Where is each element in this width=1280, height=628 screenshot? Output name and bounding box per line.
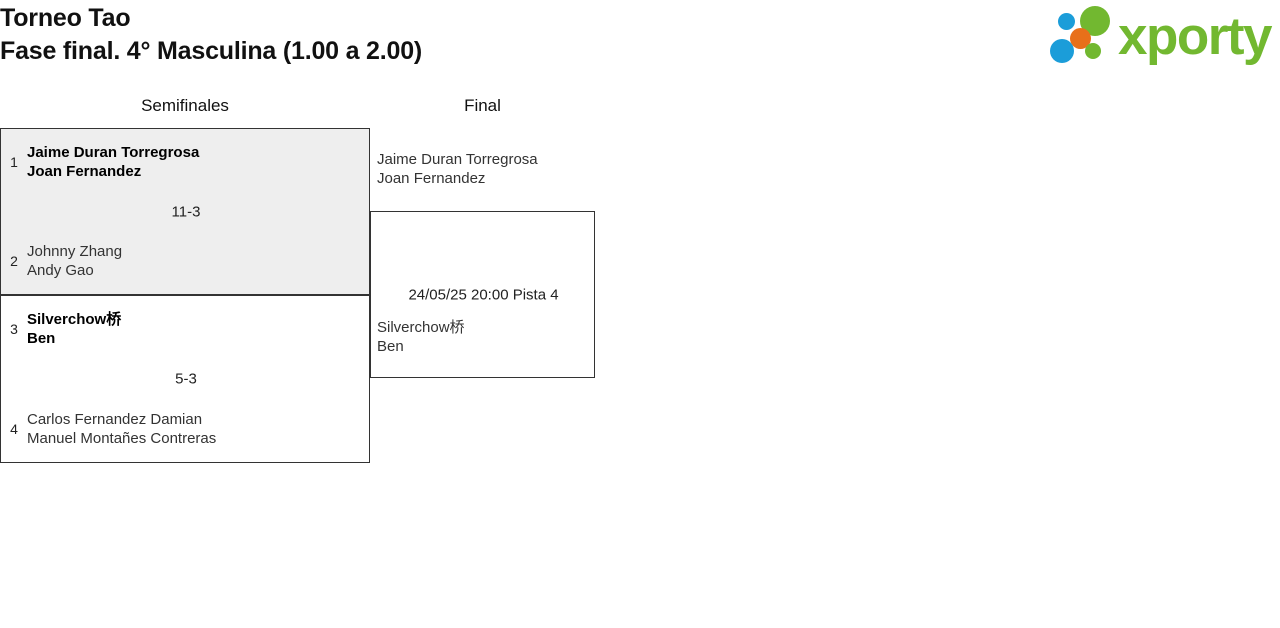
match-semifinal-2[interactable]: 3 Silverchow桥 Ben 5-3 4 Carlos Fernandez… bbox=[0, 295, 370, 463]
player-name: Jaime Duran Torregrosa bbox=[377, 151, 538, 168]
logo-dot-orange bbox=[1070, 28, 1091, 49]
final-team-bottom[interactable]: Silverchow桥 Ben bbox=[377, 318, 597, 356]
final-match-schedule: 24/05/25 20:00 Pista 4 bbox=[408, 286, 559, 303]
tournament-name: Torneo Tao bbox=[0, 4, 131, 32]
match-team-top[interactable]: 1 Jaime Duran Torregrosa Joan Fernandez bbox=[1, 140, 371, 184]
tournament-phase: Fase final. 4° Masculina (1.00 a 2.00) bbox=[0, 37, 423, 65]
player-name: Jaime Duran Torregrosa bbox=[27, 144, 200, 161]
player-name: Joan Fernandez bbox=[27, 163, 142, 180]
player-name: Andy Gao bbox=[27, 262, 94, 279]
player-name: Manuel Montañes Contreras bbox=[27, 430, 217, 447]
match-score: 11-3 bbox=[171, 203, 201, 220]
team-players: Jaime Duran Torregrosa Joan Fernandez bbox=[27, 143, 371, 181]
player-name: Johnny Zhang bbox=[27, 243, 123, 260]
player-name: Silverchow桥 bbox=[377, 319, 465, 336]
team-players: Silverchow桥 Ben bbox=[27, 310, 371, 348]
page-header: Torneo Tao Fase final. 4° Masculina (1.0… bbox=[0, 0, 1280, 75]
match-final[interactable]: 24/05/25 20:00 Pista 4 bbox=[370, 211, 595, 378]
player-name: Carlos Fernandez Damian bbox=[27, 411, 203, 428]
logo-dot-blue-small bbox=[1058, 13, 1075, 30]
round-header-final: Final bbox=[464, 96, 501, 115]
team-seed: 3 bbox=[10, 321, 18, 337]
logo-dot-blue-large bbox=[1050, 39, 1074, 63]
title-block: Torneo Tao Fase final. 4° Masculina (1.0… bbox=[0, 2, 422, 68]
match-team-bottom[interactable]: 4 Carlos Fernandez Damian Manuel Montañe… bbox=[1, 407, 371, 451]
final-team-top[interactable]: Jaime Duran Torregrosa Joan Fernandez bbox=[377, 150, 597, 188]
team-seed: 4 bbox=[10, 421, 18, 437]
player-name: Ben bbox=[377, 338, 404, 355]
team-players: Carlos Fernandez Damian Manuel Montañes … bbox=[27, 410, 371, 448]
logo-dot-green-small bbox=[1085, 43, 1101, 59]
match-team-top[interactable]: 3 Silverchow桥 Ben bbox=[1, 307, 371, 351]
team-seed: 1 bbox=[10, 154, 18, 170]
match-semifinal-1[interactable]: 1 Jaime Duran Torregrosa Joan Fernandez … bbox=[0, 128, 370, 295]
player-name: Silverchow桥 bbox=[27, 311, 122, 328]
player-name: Joan Fernandez bbox=[377, 170, 486, 187]
logo-dots-icon bbox=[1050, 6, 1122, 68]
team-seed: 2 bbox=[10, 253, 18, 269]
xporty-logo[interactable]: xporty bbox=[1042, 4, 1274, 70]
logo-wordmark: xporty bbox=[1118, 7, 1272, 66]
match-team-bottom[interactable]: 2 Johnny Zhang Andy Gao bbox=[1, 239, 371, 283]
team-players: Johnny Zhang Andy Gao bbox=[27, 242, 371, 280]
round-header-semifinals: Semifinales bbox=[141, 96, 229, 115]
player-name: Ben bbox=[27, 330, 56, 347]
match-score: 5-3 bbox=[175, 370, 197, 388]
